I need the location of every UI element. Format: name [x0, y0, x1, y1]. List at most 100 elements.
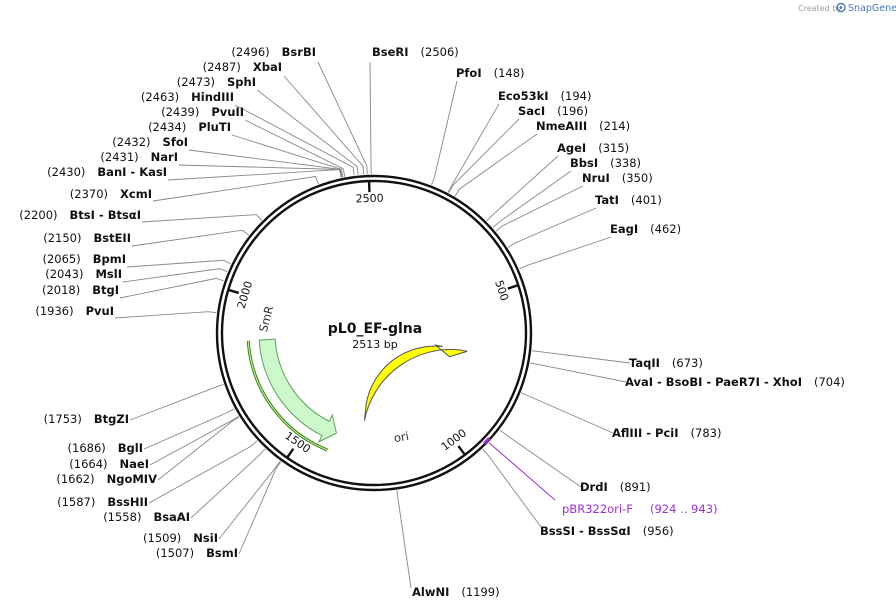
site-name: BanI - KasI: [97, 165, 167, 179]
leader-line-sfoi: [188, 149, 343, 178]
leader-line-avai-bsobi-paer7i-xhoi: [530, 362, 627, 383]
site-label-bsteii[interactable]: BstEII (2150): [43, 231, 131, 245]
site-position: (956): [643, 524, 674, 538]
site-name: PvuI: [86, 304, 114, 318]
site-position: (2431): [100, 150, 138, 164]
site-label-btgzi[interactable]: BtgZI(1753): [44, 412, 129, 426]
site-position: (2018): [42, 283, 80, 297]
site-name: XbaI: [253, 60, 282, 74]
ruler-tick-500: [507, 283, 519, 290]
leader-line-pvuii: [244, 119, 346, 177]
site-label-bgli[interactable]: BglI(1686): [68, 441, 143, 455]
site-label-pvui[interactable]: PvuI(1936): [35, 304, 114, 318]
leader-line-hindiii: [234, 104, 355, 176]
site-name: NaeI: [120, 457, 149, 471]
site-label-eco53ki[interactable]: Eco53kI(194): [498, 89, 591, 103]
site-label-alwni[interactable]: AlwNI(1199): [412, 585, 500, 599]
site-label-tati[interactable]: TatI(401): [595, 193, 662, 207]
site-label-msli[interactable]: MslI (2043): [45, 267, 122, 281]
site-name: BstEII: [93, 231, 131, 245]
site-name: MslI: [95, 267, 122, 281]
site-label-bsaai[interactable]: BsaAI(1558): [103, 510, 190, 524]
site-label-bani-kasi[interactable]: BanI - KasI (2430): [47, 165, 167, 179]
smr-feature-arrow[interactable]: [258, 338, 338, 443]
site-name: HindIII: [191, 90, 234, 104]
site-label-ngomiv[interactable]: NgoMIV(1662): [56, 472, 157, 486]
primer-label[interactable]: pBR322ori-F(924 .. 943): [562, 502, 718, 516]
site-name: BtsI - BtsαI: [70, 208, 141, 222]
site-position: (214): [599, 119, 630, 133]
site-label-sphi[interactable]: SphI(2473): [177, 75, 256, 89]
site-label-sfoi[interactable]: SfoI(2432): [112, 135, 188, 149]
leader-line-nrui: [495, 185, 584, 232]
site-label-nrui[interactable]: NruI (350): [582, 171, 653, 185]
site-label-layer: BsrBI (2496) BseRI(2506) XbaI(2487)SphI(247…: [19, 45, 845, 599]
site-label-avai-bsobi-paer7i-xhoi[interactable]: AvaI - BsoBI - PaeR7I - XhoI(704): [625, 375, 845, 389]
site-label-pluti[interactable]: PluTI(2434): [148, 120, 231, 134]
ori-feature-label: ori: [393, 429, 410, 445]
leader-line-bseri: [369, 61, 372, 175]
site-leader-lines: [114, 61, 631, 589]
site-name: BsaAI: [153, 510, 190, 524]
site-position: (462): [650, 222, 681, 236]
site-label-agei[interactable]: AgeI(315): [557, 141, 629, 155]
site-position: (350): [622, 171, 653, 185]
site-name: NgoMIV: [107, 472, 157, 486]
site-name: XcmI: [120, 187, 152, 201]
leader-line-eagi: [519, 236, 612, 270]
site-name: NsiI: [193, 531, 218, 545]
site-position: (194): [561, 89, 592, 103]
site-label-bsmi[interactable]: BsmI (1507): [156, 546, 238, 560]
site-name: NarI: [151, 150, 178, 164]
leader-line-btgi: [119, 277, 224, 299]
site-label-bsrbi[interactable]: BsrBI (2496): [231, 45, 316, 59]
site-label-afliii-pcii[interactable]: AflIII - PciI(783): [612, 426, 721, 440]
site-position: (1507): [156, 546, 194, 560]
site-name: NruI: [582, 171, 610, 185]
site-position: (196): [557, 104, 588, 118]
site-position: (2506): [421, 45, 459, 59]
site-label-nsii[interactable]: NsiI(1509): [143, 531, 218, 545]
site-label-btgi[interactable]: BtgI(2018): [42, 283, 119, 297]
site-label-pfoi[interactable]: PfoI(148): [456, 66, 525, 80]
site-position: (1753): [44, 412, 82, 426]
site-name: BpmI: [93, 252, 126, 266]
credit-brand: SnapGene: [848, 3, 896, 14]
site-position: (2430): [47, 165, 85, 179]
site-label-xbai[interactable]: XbaI(2487): [203, 60, 282, 74]
site-label-bpmi[interactable]: BpmI(2065): [42, 252, 126, 266]
ori-feature-arrow[interactable]: [363, 344, 468, 421]
site-position: (2150): [43, 231, 81, 245]
site-label-saci[interactable]: SacI(196): [518, 104, 588, 118]
site-position: (2043): [45, 267, 83, 281]
site-label-nari[interactable]: NarI (2431): [100, 150, 178, 164]
site-label-taqii[interactable]: TaqII(673): [629, 356, 703, 370]
site-label-bsshii[interactable]: BssHII(1587): [57, 495, 148, 509]
site-label-eagi[interactable]: EagI (462): [610, 222, 681, 236]
site-label-bsssi-bsss-i[interactable]: BssSI - BssSαI(956): [540, 524, 674, 538]
ruler-tick-1000: [457, 445, 466, 456]
site-label-btsi-bts-i[interactable]: BtsI - BtsαI(2200): [19, 208, 141, 222]
site-position: (2496): [231, 45, 269, 59]
site-name: BsmI: [206, 546, 238, 560]
site-position: (2434): [148, 120, 186, 134]
site-label-naei[interactable]: NaeI (1664): [69, 457, 149, 471]
leader-line-saci: [448, 118, 520, 193]
leader-line-bsaai: [190, 448, 266, 519]
site-label-drdi[interactable]: DrdI(891): [580, 480, 651, 494]
site-label-xcmi[interactable]: XcmI (2370): [70, 187, 152, 201]
ruler-label-2500: 2500: [355, 192, 383, 206]
leader-line-bsssi-bsss-i: [482, 448, 542, 528]
site-label-pvuii[interactable]: PvuII(2439): [161, 105, 244, 119]
site-position: (1664): [69, 457, 107, 471]
site-label-nmeaiii[interactable]: NmeAIII(214): [536, 119, 630, 133]
site-position: (315): [598, 141, 629, 155]
site-label-bseri[interactable]: BseRI(2506): [372, 45, 459, 59]
site-position: (2432): [112, 135, 150, 149]
site-label-hindiii[interactable]: HindIII(2463): [141, 90, 234, 104]
site-label-bbsi[interactable]: BbsI(338): [570, 156, 641, 170]
site-position: (2370): [70, 187, 108, 201]
site-name: EagI: [610, 222, 638, 236]
leader-line-alwni: [396, 490, 412, 589]
site-name: BsrBI: [282, 45, 316, 59]
